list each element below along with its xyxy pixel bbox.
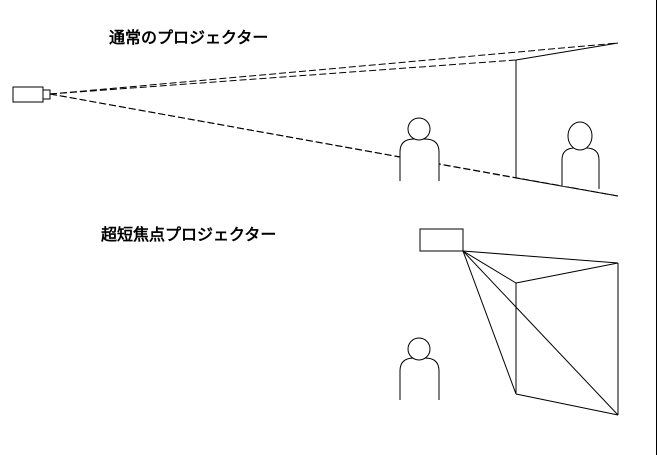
shadow-on-screen-icon: [561, 121, 600, 189]
ultra-short-throw-projector-icon: [419, 228, 464, 252]
normal-projector-section: [12, 42, 619, 197]
ultra-short-throw-screen: [515, 262, 619, 416]
ultra-short-throw-section: [399, 228, 619, 416]
ultra-short-throw-projection-beams: [462, 250, 619, 416]
normal-projector-icon: [12, 86, 51, 103]
ultra-short-throw-projector-title: 超短焦点プロジェクター: [101, 225, 277, 244]
normal-projector-title: 通常のプロジェクター: [109, 28, 269, 47]
person-clear-of-beam-icon: [399, 337, 440, 400]
normal-projection-beams: [49, 42, 619, 197]
person-in-beam-icon: [399, 117, 440, 181]
